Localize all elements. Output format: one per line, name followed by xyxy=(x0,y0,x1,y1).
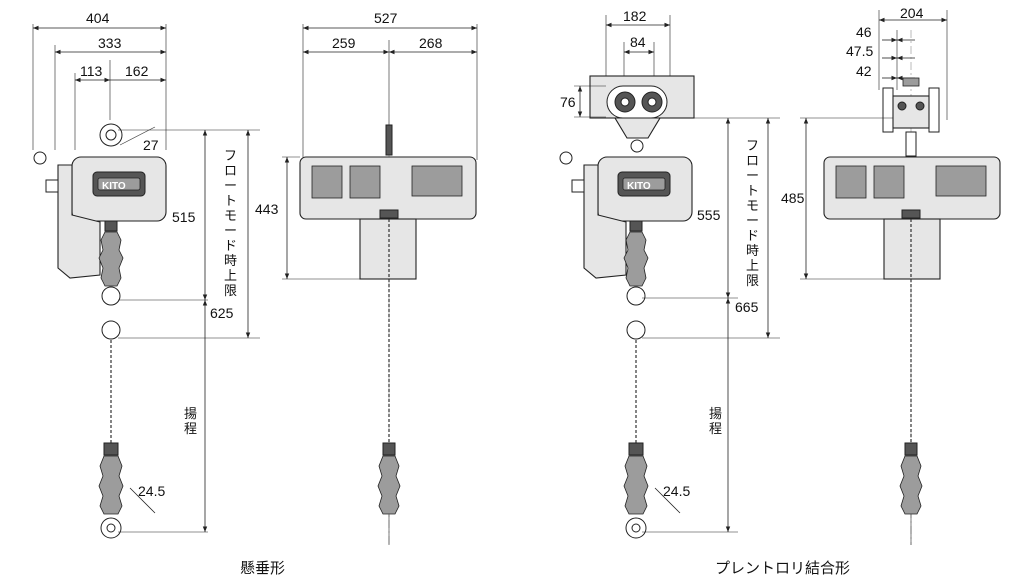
svg-text:ー: ー xyxy=(746,213,759,228)
suspended-front-view xyxy=(282,24,478,545)
svg-text:時: 時 xyxy=(224,253,237,268)
svg-text:程: 程 xyxy=(709,421,722,436)
trolley-side-view xyxy=(559,15,780,539)
svg-text:限: 限 xyxy=(224,283,237,298)
svg-text:ー: ー xyxy=(224,223,237,238)
dim-555: 555 xyxy=(697,207,721,223)
svg-text:ロ: ロ xyxy=(746,153,759,168)
dimension-labels: 404 333 113 162 27 515 625 24.5 懸垂形 527 … xyxy=(80,5,924,577)
svg-text:程: 程 xyxy=(184,421,197,436)
lift-label-left: 揚 程 xyxy=(184,406,197,436)
svg-text:フ: フ xyxy=(746,138,759,153)
svg-text:ロ: ロ xyxy=(224,163,237,178)
dim-24-5-left: 24.5 xyxy=(138,483,165,499)
lift-label-right: 揚 程 xyxy=(709,406,722,436)
dim-485: 485 xyxy=(781,190,805,206)
dim-27: 27 xyxy=(143,137,159,153)
dim-182: 182 xyxy=(623,8,647,24)
dim-515: 515 xyxy=(172,209,196,225)
dim-665: 665 xyxy=(735,299,759,315)
svg-text:ト: ト xyxy=(746,183,759,198)
svg-text:モ: モ xyxy=(746,198,759,213)
dim-268: 268 xyxy=(419,35,443,51)
dim-24-5-right: 24.5 xyxy=(663,483,690,499)
dim-113: 113 xyxy=(80,63,103,79)
caption-suspended: 懸垂形 xyxy=(240,560,285,577)
svg-text:ト: ト xyxy=(224,193,237,208)
dim-259: 259 xyxy=(332,35,356,51)
dim-204: 204 xyxy=(900,5,924,21)
trolley-front-view xyxy=(800,10,1001,545)
float-mode-label-left: フ ロ ー ト モ ー ド 時 上 限 xyxy=(224,148,237,298)
svg-text:ド: ド xyxy=(224,238,237,253)
dim-625: 625 xyxy=(210,305,234,321)
dim-46: 46 xyxy=(856,24,872,40)
dim-333: 333 xyxy=(98,35,122,51)
caption-trolley: プレントロリ結合形 xyxy=(715,560,850,577)
dim-443: 443 xyxy=(255,201,279,217)
dim-47-5: 47.5 xyxy=(846,43,873,59)
dim-42: 42 xyxy=(856,63,872,79)
svg-text:時: 時 xyxy=(746,243,759,258)
svg-text:フ: フ xyxy=(224,148,237,163)
svg-text:上: 上 xyxy=(746,258,759,273)
suspended-side-view xyxy=(32,24,260,539)
dim-76: 76 xyxy=(560,94,576,110)
dim-527: 527 xyxy=(374,10,398,26)
svg-text:限: 限 xyxy=(746,273,759,288)
dim-404: 404 xyxy=(86,10,110,26)
float-mode-label-right: フ ロ ー ト モ ー ド 時 上 限 xyxy=(746,138,759,288)
dim-84: 84 xyxy=(630,34,646,50)
svg-text:ー: ー xyxy=(224,178,237,193)
svg-text:モ: モ xyxy=(224,208,237,223)
svg-text:ド: ド xyxy=(746,228,759,243)
brand-mark-right: KITO xyxy=(627,181,651,192)
svg-text:揚: 揚 xyxy=(184,406,197,421)
dim-162: 162 xyxy=(125,63,149,79)
svg-text:上: 上 xyxy=(224,268,237,283)
brand-mark-left: KITO xyxy=(102,181,126,192)
svg-text:揚: 揚 xyxy=(709,406,722,421)
svg-text:ー: ー xyxy=(746,168,759,183)
